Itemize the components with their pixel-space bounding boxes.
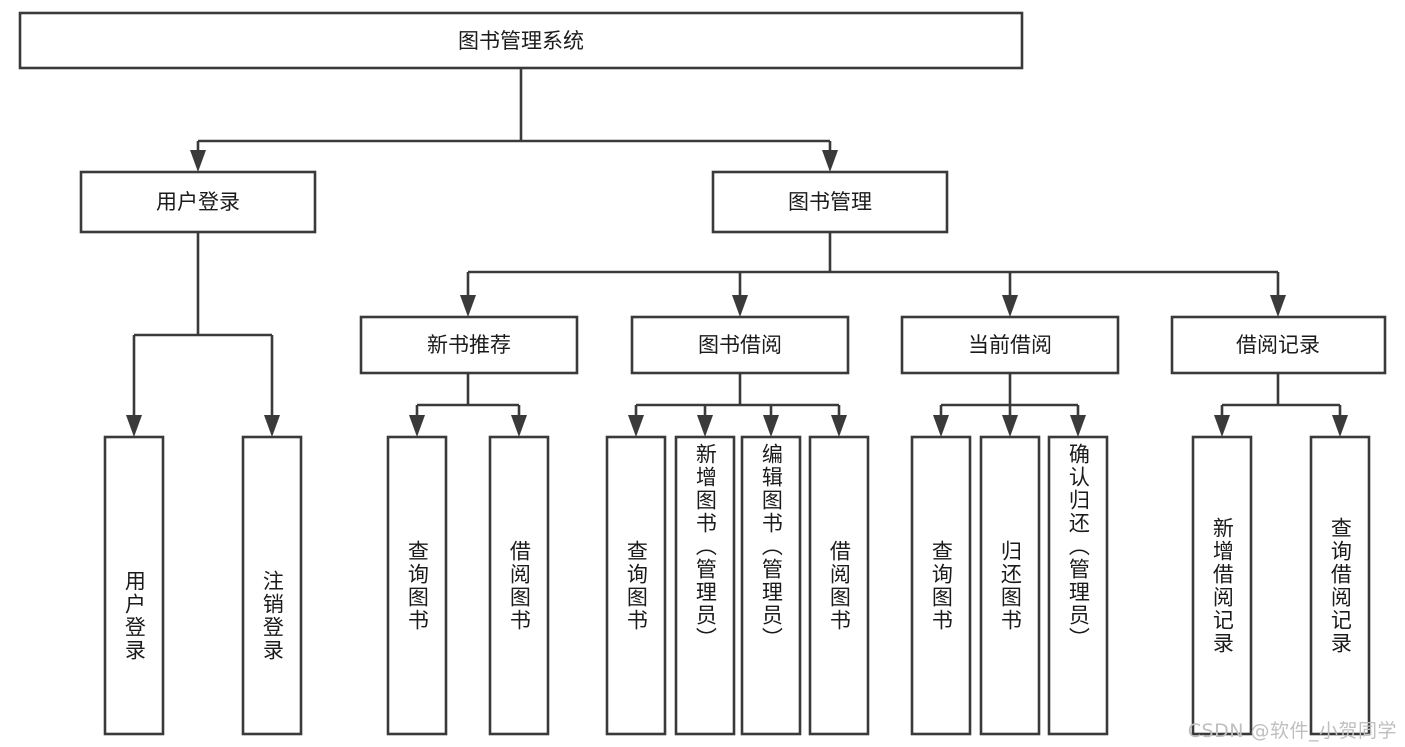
node-new-book-recommend-box[interactable] [359, 315, 579, 375]
node-book-management-box[interactable] [711, 170, 949, 234]
node-user-login-label: 用户登录 [156, 190, 240, 214]
arrow-recommend-leaf-2 [511, 415, 527, 437]
leaf-box-current-confirm-return-admin[interactable] [1047, 435, 1109, 736]
leaf-box-recommend-query-book[interactable] [386, 435, 448, 736]
node-borrow-record-box[interactable] [1170, 315, 1387, 375]
connectors-group [126, 68, 1348, 437]
node-book-management[interactable]: 图书管理 [711, 170, 949, 234]
node-borrow-record-label: 借阅记录 [1236, 333, 1320, 357]
node-new-book-recommend-label: 新书推荐 [427, 333, 511, 357]
node-root-system[interactable]: 图书管理系统 [18, 11, 1024, 70]
arrow-to-new-book-recommend [460, 295, 476, 317]
arrow-to-leaf-user-login [126, 415, 142, 437]
node-book-borrow-label: 图书借阅 [698, 333, 782, 357]
arrow-record-leaf-1 [1214, 415, 1230, 437]
node-root-system-box[interactable] [18, 11, 1024, 70]
node-user-login[interactable]: 用户登录 [79, 170, 317, 234]
arrow-to-current-borrow [1002, 295, 1018, 317]
arrow-borrow-leaf-4 [831, 415, 847, 437]
arrow-current-leaf-2 [1002, 415, 1018, 437]
arrow-current-leaf-1 [933, 415, 949, 437]
arrow-root-to-user-login [190, 150, 206, 172]
arrow-to-leaf-logout [264, 415, 280, 437]
node-user-login-box[interactable] [79, 170, 317, 234]
node-book-management-label: 图书管理 [788, 190, 872, 214]
arrow-root-to-book-manage [822, 150, 838, 172]
arrow-to-borrow-record [1270, 295, 1286, 317]
leaf-box-current-return-book[interactable] [979, 435, 1041, 736]
node-current-borrow-box[interactable] [900, 315, 1120, 375]
arrow-recommend-leaf-1 [409, 415, 425, 437]
node-book-borrow[interactable]: 图书借阅 [630, 315, 850, 375]
csdn-watermark: CSDN @软件_小贺同学 [1187, 720, 1397, 742]
arrow-record-leaf-2 [1332, 415, 1348, 437]
node-current-borrow[interactable]: 当前借阅 [900, 315, 1120, 375]
node-current-borrow-label: 当前借阅 [968, 333, 1052, 357]
node-borrow-record[interactable]: 借阅记录 [1170, 315, 1387, 375]
leaf-box-borrow-edit-book-admin[interactable] [740, 435, 802, 736]
node-root-system-label: 图书管理系统 [458, 29, 584, 53]
leaf-box-borrow-borrow-book[interactable] [808, 435, 870, 736]
leaf-box-current-query-book[interactable] [910, 435, 972, 736]
leaf-box-logout[interactable] [241, 435, 303, 736]
node-book-borrow-box[interactable] [630, 315, 850, 375]
leaf-box-recommend-borrow-book[interactable] [488, 435, 550, 736]
node-new-book-recommend[interactable]: 新书推荐 [359, 315, 579, 375]
arrow-borrow-leaf-1 [628, 415, 644, 437]
arrow-borrow-leaf-2 [697, 415, 713, 437]
leaf-box-user-login[interactable] [103, 435, 165, 736]
arrow-to-book-borrow [732, 295, 748, 317]
leaf-box-borrow-add-book-admin[interactable] [674, 435, 736, 736]
arrow-current-leaf-3 [1070, 415, 1086, 437]
arrow-borrow-leaf-3 [763, 415, 779, 437]
leaf-box-record-query-record[interactable] [1309, 435, 1371, 736]
leaf-box-borrow-query-book[interactable] [605, 435, 667, 736]
leaf-box-record-add-record[interactable] [1191, 435, 1253, 736]
leaf-boxes-group [103, 435, 1371, 736]
